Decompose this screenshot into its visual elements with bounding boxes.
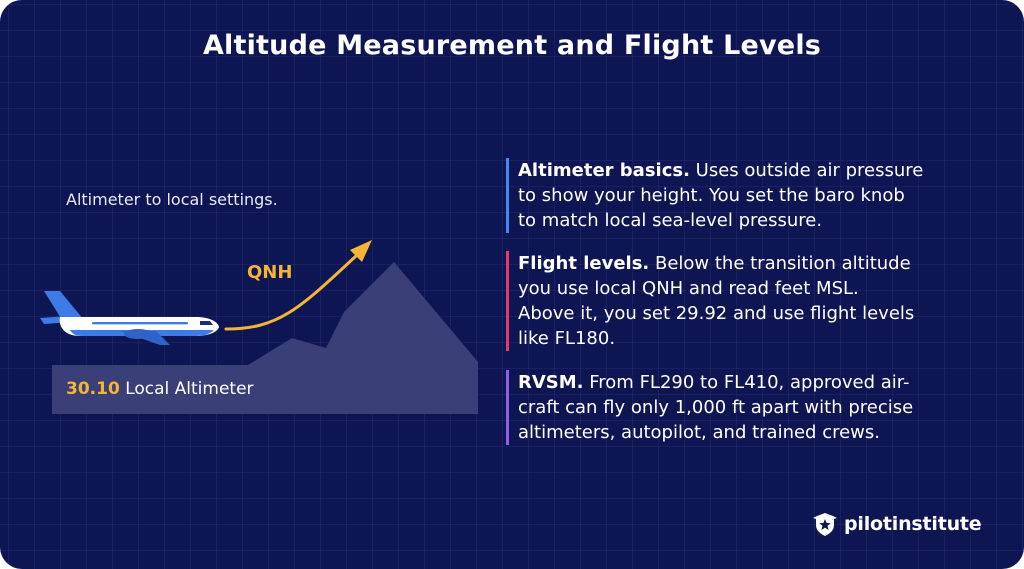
point-text-line: like FL180. bbox=[518, 328, 616, 349]
point-heading: RVSM. bbox=[518, 372, 584, 393]
shield-star-icon bbox=[813, 513, 837, 536]
point-text-line: Below the transition altitude bbox=[654, 253, 911, 274]
terrain-mountains bbox=[52, 262, 478, 414]
point-altimeter-basics: Altimeter basics. Uses outside air press… bbox=[506, 158, 998, 233]
point-text-line: From FL290 to FL410, approved air- bbox=[589, 372, 910, 393]
qnh-arrowhead bbox=[350, 240, 372, 262]
point-heading: Flight levels. bbox=[518, 253, 650, 274]
point-text-line: altimeters, autopilot, and trained crews… bbox=[518, 422, 881, 443]
point-text-line: you use local QNH and read feet MSL. bbox=[518, 278, 859, 299]
illustration-caption: Altimeter to local settings. bbox=[66, 190, 278, 209]
airplane-icon bbox=[40, 291, 219, 345]
local-altimeter-readout: 30.10 Local Altimeter bbox=[66, 379, 254, 399]
brand-logo: pilotinstitute bbox=[812, 511, 982, 537]
point-text-line: Above it, you set 29.92 and use flight l… bbox=[518, 303, 915, 324]
page-title: Altitude Measurement and Flight Levels bbox=[202, 30, 822, 61]
altimeter-label: Local Altimeter bbox=[125, 379, 254, 399]
altimeter-value: 30.10 bbox=[66, 379, 120, 399]
qnh-arrow-line bbox=[224, 254, 358, 331]
brand-name: pilotinstitute bbox=[844, 513, 982, 535]
point-text-line: to show your height. You set the baro kn… bbox=[518, 185, 905, 206]
point-flight-levels: Flight levels. Below the transition alti… bbox=[506, 251, 998, 351]
point-text-line: craft can fly only 1,000 ft apart with p… bbox=[518, 397, 914, 418]
point-text-line: to match local sea-level pressure. bbox=[518, 210, 823, 231]
qnh-label: QNH bbox=[247, 262, 293, 283]
point-rvsm: RVSM. From FL290 to FL410, approved air-… bbox=[506, 370, 998, 445]
point-heading: Altimeter basics. bbox=[518, 160, 690, 181]
point-text-line: Uses outside air pressure bbox=[695, 160, 924, 181]
